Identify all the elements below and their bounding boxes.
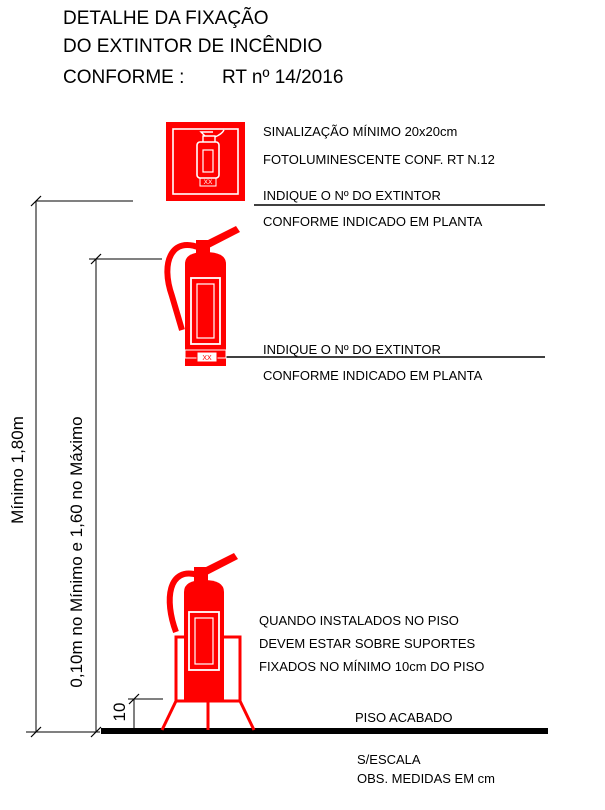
dimension-extinguisher-height: 0,10m no Mínimo e 1,60 no Máximo	[67, 253, 162, 738]
title-line-3-value: RT nº 14/2016	[222, 67, 344, 88]
title-line-3-prefix: CONFORME :	[63, 67, 185, 88]
scale-note-line-2: OBS. MEDIDAS EM cm	[357, 771, 495, 786]
floor-note-line-1: QUANDO INSTALADOS NO PISO	[259, 613, 459, 628]
finished-floor-line	[101, 728, 548, 734]
dimension-sign-height-label: Mínimo 1,80m	[8, 416, 27, 524]
sign-number-note-line-1: INDIQUE O Nº DO EXTINTOR	[263, 188, 441, 203]
extinguisher-sign-icon: XX	[196, 129, 225, 187]
sign-tag-text: XX	[204, 179, 213, 186]
wall-extinguisher-tag-text: XX	[202, 355, 212, 362]
extinguisher-number-note-line-2: CONFORME INDICADO EM PLANTA	[263, 368, 483, 383]
floor-label: PISO ACABADO	[355, 710, 453, 725]
sign-number-note-line-2: CONFORME INDICADO EM PLANTA	[263, 214, 483, 229]
wall-extinguisher: XX	[164, 226, 240, 366]
extinguisher-sign: XX	[166, 122, 245, 201]
title-line-2: DO EXTINTOR DE INCÊNDIO	[63, 36, 323, 57]
dimension-sign-height: Mínimo 1,80m	[8, 195, 133, 738]
sign-note-line-2: FOTOLUMINESCENTE CONF. RT N.12	[263, 152, 495, 167]
floor-note-line-2: DEVEM ESTAR SOBRE SUPORTES	[259, 636, 476, 651]
dimension-extinguisher-height-label: 0,10m no Mínimo e 1,60 no Máximo	[67, 416, 86, 687]
floor-extinguisher-with-stand	[160, 553, 256, 731]
title-line-1: DETALHE DA FIXAÇÃO	[63, 8, 269, 29]
scale-note-line-1: S/ESCALA	[357, 752, 421, 767]
floor-note-line-3: FIXADOS NO MÍNIMO 10cm DO PISO	[259, 659, 485, 674]
dimension-support-height-label: 10	[110, 703, 129, 722]
extinguisher-number-note-line-1: INDIQUE O Nº DO EXTINTOR	[263, 342, 441, 357]
dimension-support-height: 10	[110, 693, 163, 732]
sign-note-line-1: SINALIZAÇÃO MÍNIMO 20x20cm	[263, 124, 458, 139]
